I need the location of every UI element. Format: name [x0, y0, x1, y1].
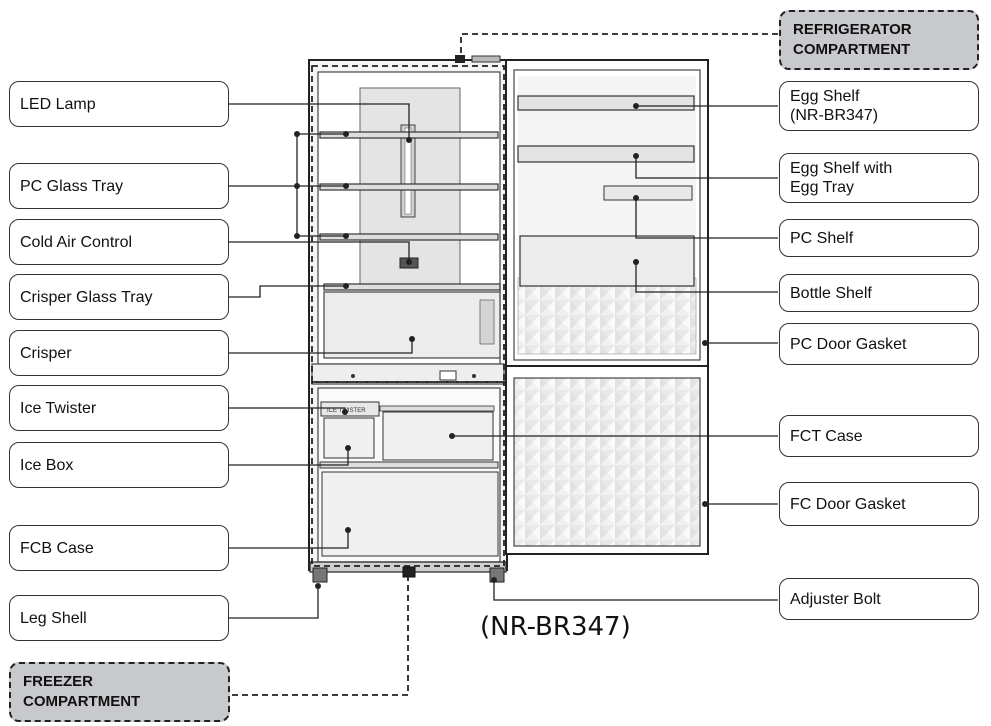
doors [505, 59, 709, 555]
right-leader-dots [449, 103, 708, 583]
freezer-compartment-connector [232, 572, 409, 696]
ice-box [323, 417, 375, 459]
leader-crisper-glass-tray [228, 285, 346, 298]
right-leaders [452, 105, 778, 601]
refrigerator-compartment-label: REFRIGERATOR COMPARTMENT [779, 10, 979, 70]
fc-door-gasket-outline [513, 377, 701, 547]
leader-led-lamp [228, 103, 410, 140]
fcb-case [321, 471, 499, 557]
label-leg-shell: Leg Shell [9, 595, 229, 641]
label-fct-case: FCT Case [779, 415, 979, 457]
label-crisper-glass-tray: Crisper Glass Tray [9, 274, 229, 320]
crisper-drawer [323, 291, 501, 359]
leader-crisper [228, 339, 413, 354]
base-center-foot [402, 566, 416, 578]
label-fcb-case: FCB Case [9, 525, 229, 571]
leader-pc-shelf [635, 198, 778, 239]
freezer-compartment-label: FREEZER COMPARTMENT [9, 662, 230, 722]
egg-shelf [517, 95, 695, 111]
label-fc-door-gasket: FC Door Gasket [779, 482, 979, 526]
left-leaders [228, 103, 413, 619]
label-ice-box: Ice Box [9, 442, 229, 488]
leader-bottle-shelf [635, 262, 778, 293]
pc-door-gasket-outline [513, 69, 701, 361]
label-pc-door-gasket: PC Door Gasket [779, 323, 979, 365]
label-crisper: Crisper [9, 330, 229, 376]
leg-left [312, 567, 328, 583]
freezer-compartment-outline [311, 381, 505, 567]
bottle-shelf [519, 235, 695, 287]
label-adjuster-bolt: Adjuster Bolt [779, 578, 979, 620]
pc-glass-tray-2 [319, 183, 499, 191]
leader-cold-air-control [228, 241, 410, 262]
egg-shelf-with-tray [517, 145, 695, 163]
label-egg-shelf: Egg Shelf (NR-BR347) [779, 81, 979, 131]
label-pc-glass-tray: PC Glass Tray [9, 163, 229, 209]
label-led-lamp: LED Lamp [9, 81, 229, 127]
label-pc-shelf: PC Shelf [779, 219, 979, 257]
refrigerator-compartment-connector [460, 33, 778, 56]
label-bottle-shelf: Bottle Shelf [779, 274, 979, 312]
crisper-glass-tray [323, 283, 501, 291]
label-ice-twister: Ice Twister [9, 385, 229, 431]
leader-ice-box [228, 448, 349, 466]
ice-twister [320, 401, 380, 417]
leader-leg-shell [228, 586, 319, 619]
leader-egg-shelf-with-tray [635, 156, 778, 179]
pc-glass-tray-3 [319, 233, 499, 241]
model-caption: (NR-BR347) [480, 612, 631, 642]
divider [311, 363, 505, 385]
leader-adjuster-bolt [493, 580, 778, 601]
label-egg-shelf-with-egg-tray: Egg Shelf with Egg Tray [779, 153, 979, 203]
leader-fcb-case [228, 530, 349, 549]
label-cold-air-control: Cold Air Control [9, 219, 229, 265]
egg-tray [603, 185, 693, 201]
left-leader-dots [294, 131, 415, 589]
